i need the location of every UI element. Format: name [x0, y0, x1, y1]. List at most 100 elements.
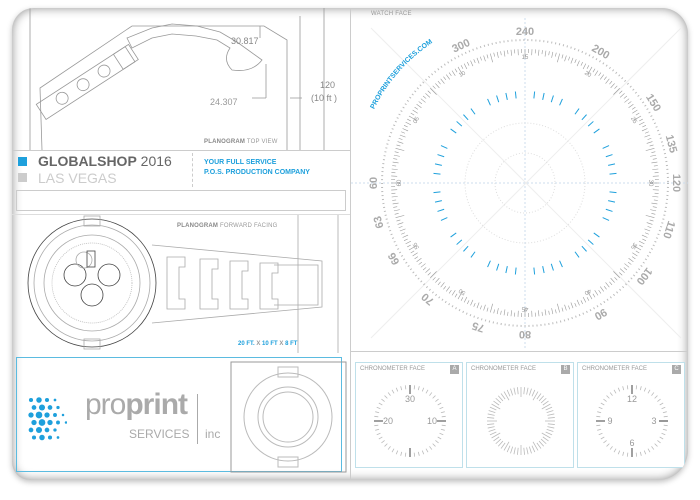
scale-tick	[399, 228, 406, 232]
scale-tick	[425, 268, 431, 273]
scale-tick	[486, 54, 489, 59]
scale-tick	[392, 161, 399, 164]
scale-tick	[394, 213, 399, 215]
scale-tick	[432, 277, 436, 281]
inner-scale-label: 25	[629, 116, 638, 125]
scale-tick	[647, 226, 652, 229]
chronometer-number: 12	[627, 394, 637, 404]
scale-tick	[422, 267, 427, 271]
scale-tick	[594, 290, 599, 296]
chronometer-dial	[487, 387, 555, 455]
scale-tick	[473, 59, 476, 64]
scale-tick	[500, 310, 502, 315]
minute-tick	[505, 92, 508, 100]
outer-scale-label: 90	[592, 306, 609, 323]
scale-tick	[476, 302, 480, 309]
minute-tick	[581, 245, 587, 252]
scale-tick	[598, 289, 602, 294]
scale-tick	[490, 303, 493, 313]
scale-tick	[425, 93, 431, 98]
scale-tick	[555, 52, 557, 57]
inner-scale-label: 10	[458, 70, 467, 79]
scale-tick	[454, 68, 458, 73]
scale-tick	[402, 128, 409, 132]
watch-case-drawing	[230, 361, 347, 473]
scale-tick	[627, 261, 632, 265]
outer-scale-label: 100	[634, 265, 655, 287]
scale-tick	[642, 125, 647, 128]
scale-tick	[507, 311, 509, 316]
scale-tick	[435, 277, 440, 283]
chronometer-badge: C	[672, 365, 681, 374]
outer-scale-label: 70	[419, 290, 436, 307]
scale-tick	[645, 148, 655, 151]
scale-tick	[422, 95, 427, 99]
tagline-2: P.O.S. PRODUCTION COMPANY	[204, 169, 310, 176]
scale-tick	[649, 144, 654, 147]
scale-tick	[624, 98, 630, 103]
scale-tick	[408, 115, 417, 121]
scale-tick	[395, 215, 405, 218]
notes-box	[16, 190, 346, 211]
scale-tick	[641, 128, 648, 132]
scale-tick	[639, 244, 643, 248]
minute-tick	[456, 239, 463, 245]
scale-tick	[397, 222, 404, 225]
scale-tick	[557, 53, 560, 63]
scale-tick	[445, 286, 451, 292]
scale-tick	[647, 137, 652, 140]
scale-tick	[510, 49, 512, 56]
scale-tick	[467, 300, 470, 305]
scale-tick	[609, 281, 613, 286]
scale-tick	[430, 271, 437, 278]
scale-tick	[430, 88, 437, 95]
minute-tick	[559, 98, 563, 106]
scale-tick	[576, 60, 580, 67]
minute-tick	[463, 245, 469, 252]
chronometer-label: CHRONOMETER FACE	[360, 366, 426, 372]
inner-scale-label: 35	[629, 241, 638, 250]
scale-tick	[402, 234, 409, 238]
scale-tick	[587, 291, 593, 300]
scale-tick	[605, 282, 610, 288]
scale-tick	[586, 65, 590, 69]
scale-tick	[503, 309, 506, 316]
minute-tick	[593, 232, 600, 238]
scale-tick	[605, 78, 610, 84]
scale-tick	[479, 305, 482, 310]
minute-tick	[542, 92, 545, 100]
scale-tick	[451, 290, 456, 296]
scale-tick	[483, 55, 486, 62]
chronometer-number: 20	[383, 416, 393, 426]
scale-tick	[568, 56, 571, 61]
scale-tick	[598, 72, 602, 77]
scale-tick	[496, 51, 499, 58]
scale-tick	[557, 303, 560, 313]
scale-tick	[394, 151, 399, 153]
scale-tick	[541, 50, 543, 55]
scale-tick	[610, 277, 615, 283]
scale-tick	[470, 60, 474, 67]
scale-tick	[580, 61, 583, 66]
watch-face-dial: 2402001501351201101009080757066636030005…	[351, 18, 688, 348]
scale-tick	[418, 101, 423, 105]
scale-tick	[651, 161, 658, 164]
minute-tick	[602, 217, 610, 221]
booth-top-view-drawing	[29, 8, 325, 158]
scale-tick	[638, 240, 645, 245]
scale-tick	[392, 165, 397, 167]
dim-30-817: 30.817	[231, 36, 259, 46]
scale-tick	[594, 70, 599, 76]
minute-tick	[581, 114, 587, 121]
scale-tick	[646, 141, 653, 144]
inner-scale-label: 50	[458, 287, 467, 296]
scale-tick	[635, 112, 640, 116]
scale-tick	[651, 213, 656, 215]
minute-tick	[437, 208, 445, 212]
scale-tick	[649, 219, 654, 222]
minute-tick	[514, 267, 517, 275]
minute-tick	[550, 95, 554, 103]
